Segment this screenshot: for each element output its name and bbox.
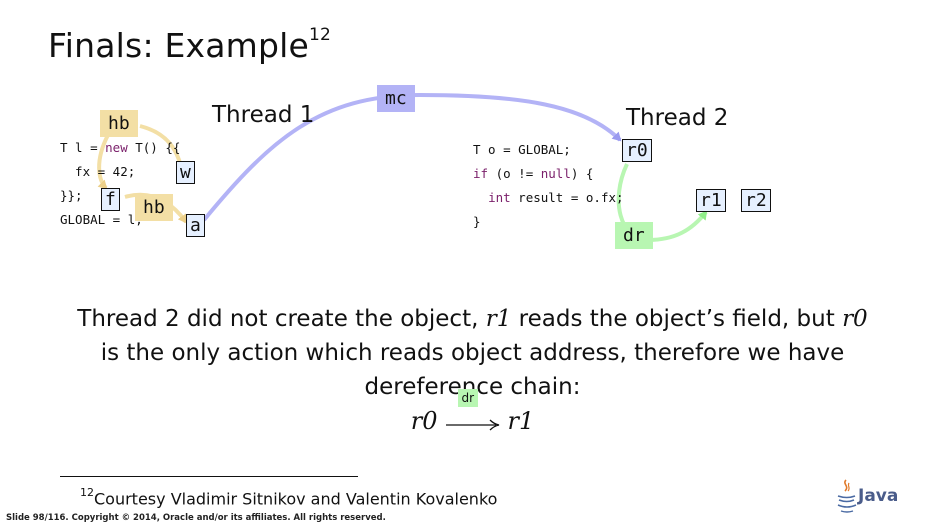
footnote-text: Courtesy Vladimir Sitnikov and Valentin … (94, 489, 498, 509)
mc-label: mc (377, 85, 415, 112)
formula-arrow-label: dr (457, 388, 479, 407)
t2-line2-pre: (o != (488, 166, 541, 181)
action-f: f (101, 188, 120, 211)
formula-right: r1 (507, 407, 535, 435)
mc-edge (202, 92, 622, 222)
para-var-r0: r0 (842, 306, 868, 332)
slide-title-text: Finals: Example (48, 26, 310, 65)
t2-line2-kw: if (473, 166, 489, 181)
para-text-2: reads the object’s field, but (511, 306, 843, 332)
footnote-number: 12 (80, 486, 94, 499)
dereference-formula: r0 dr r1 (0, 388, 945, 435)
para-text-1: Thread 2 did not create the object, (77, 306, 486, 332)
t1-line2: fx = 42; (60, 164, 143, 179)
footnote-divider (60, 476, 358, 477)
action-w: w (176, 161, 195, 184)
thread1-code: T l = new T() {{ fx = 42; }}; GLOBAL = l… (60, 136, 180, 232)
formula-left: r0 (410, 407, 438, 435)
t2-line3-post: result = o.fx; (510, 190, 632, 205)
thread1-label: Thread 1 (212, 102, 315, 128)
java-logo-text: Java (858, 486, 899, 506)
action-r1: r1 (696, 189, 726, 212)
hb-label-1: hb (100, 110, 138, 137)
formula-arrow: dr (444, 388, 502, 435)
long-right-arrow-icon (445, 419, 499, 430)
thread2-label: Thread 2 (626, 105, 729, 131)
t2-line3-pre (473, 190, 488, 205)
coffee-cup-icon (837, 479, 857, 513)
thread2-code: T o = GLOBAL; if (o != null) { int resul… (473, 138, 631, 234)
java-logo: Java (835, 476, 907, 516)
explanation-paragraph: Thread 2 did not create the object, r1 r… (40, 302, 905, 404)
t2-line2-post: ) { (570, 166, 594, 181)
t1-line1-post: T() {{ (127, 140, 181, 155)
t1-line1-kw: new (105, 140, 128, 155)
action-r2: r2 (741, 189, 771, 212)
para-var-r1: r1 (485, 306, 512, 332)
action-a: a (186, 214, 205, 237)
dr-label: dr (615, 222, 653, 249)
action-r0: r0 (622, 139, 652, 162)
t2-line4: } (473, 214, 481, 229)
para-line-2: is the only action which reads object ad… (100, 340, 845, 366)
t2-line1: T o = GLOBAL; (473, 142, 579, 157)
title-footnote-mark: 12 (309, 25, 332, 45)
hb-label-2: hb (135, 194, 173, 221)
t1-line1-pre: T l = (60, 140, 106, 155)
para-line-1: Thread 2 did not create the object, r1 r… (40, 302, 905, 336)
t2-line2-kw2: null (540, 166, 571, 181)
slide-title: Finals: Example12 (48, 25, 332, 65)
hb-edge-1b (97, 134, 110, 190)
hb-edge-1 (139, 124, 182, 164)
t2-line3-kw: int (488, 190, 511, 205)
t1-line3: }}; (60, 188, 91, 203)
footnote: 12Courtesy Vladimir Sitnikov and Valenti… (80, 486, 498, 509)
slide-info: Slide 98/116. Copyright © 2014, Oracle a… (6, 513, 386, 523)
